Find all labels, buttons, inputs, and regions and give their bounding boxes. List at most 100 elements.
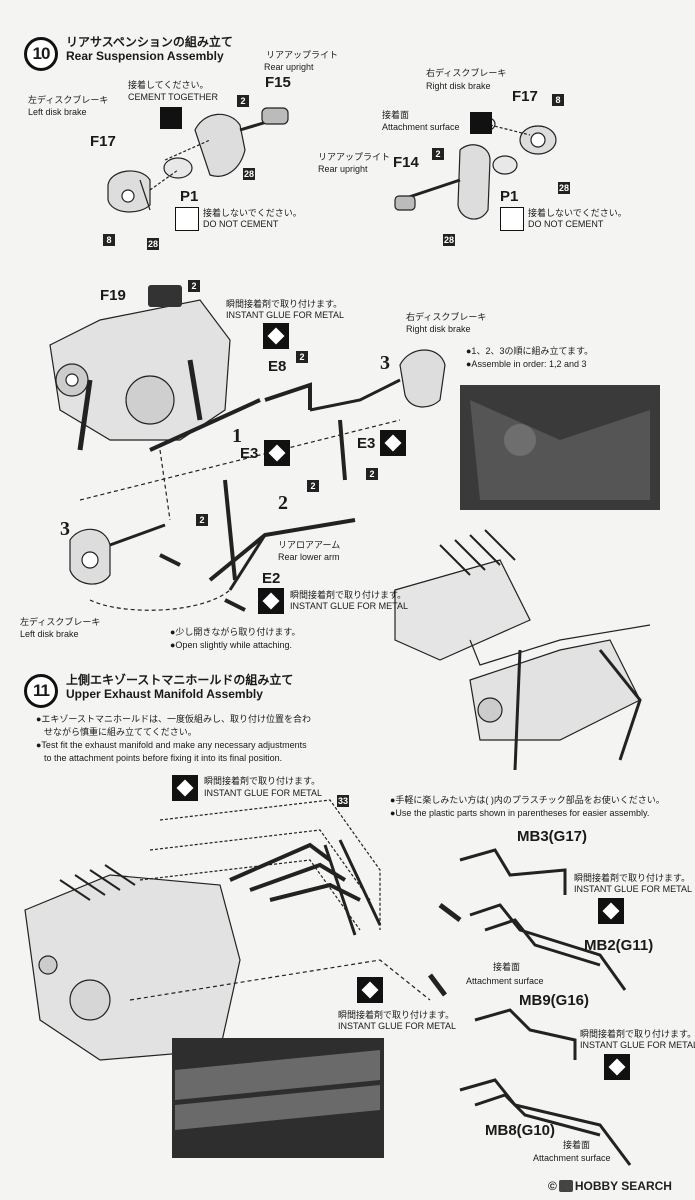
sequence-2: 2 [278,492,288,514]
no-cement-icon [175,207,199,231]
label-attach-en: Attachment surface [466,976,544,986]
step-number: 10 [24,37,58,71]
note-test-fit-jp: ●エキゾーストマニホールドは、一度仮組みし、取り付け位置を合わ [36,714,311,724]
no-cement-icon [500,207,524,231]
part-F15: F15 [265,74,291,91]
label-instant-glue-jp: 瞬間接着剤で取り付けます。 [204,776,321,786]
instant-glue-icon [357,977,383,1003]
part-E3: E3 [357,435,376,452]
label-instant-glue-en: INSTANT GLUE FOR METAL [338,1021,457,1031]
label-instant-glue-jp: 瞬間接着剤で取り付けます。 [290,590,407,600]
label-rear-upright-en: Rear upright [264,62,314,72]
label-instant-glue-jp: 瞬間接着剤で取り付けます。 [574,873,691,883]
label-instant-glue-jp: 瞬間接着剤で取り付けます。 [338,1010,455,1020]
note-order-jp: ●1、2、3の順に組み立てます。 [466,346,594,356]
label-instant-glue-jp: 瞬間接着剤で取り付けます。 [226,299,343,309]
label-no-cement-en: DO NOT CEMENT [528,219,604,229]
instant-glue-icon [598,898,624,924]
label-instant-glue-en: INSTANT GLUE FOR METAL [290,601,409,611]
note-plastic-en: ●Use the plastic parts shown in parenthe… [390,808,650,818]
part-box-2: 2 [296,351,308,363]
part-box-8: 8 [552,94,564,106]
note-test-fit-jp2: せながら慎重に組み立ててください。 [44,727,197,737]
label-right-brake-en: Right disk brake [406,324,471,334]
label-rear-upright-jp: リアアップライト [266,50,339,60]
part-box-28: 28 [243,168,255,180]
part-E2: E2 [262,570,281,587]
label-right-brake-en: Right disk brake [426,81,491,91]
instant-glue-icon [380,430,406,456]
label-cement-jp: 接着してください。 [128,80,209,90]
label-left-brake-jp: 左ディスクブレーキ [20,617,101,627]
part-box-28: 28 [558,182,570,194]
label-attach-jp: 接着面 [382,110,410,120]
step-number: 11 [24,674,58,708]
label-right-brake-jp: 右ディスクブレーキ [426,68,507,78]
instant-glue-icon [264,440,290,466]
part-box-2: 2 [196,514,208,526]
note-order-en: ●Assemble in order: 1,2 and 3 [466,359,587,369]
label-left-brake-en: Left disk brake [28,107,87,117]
instant-glue-icon [172,775,198,801]
note-test-fit-en2: to the attachment points before fixing i… [44,753,283,763]
part-box-2: 2 [432,148,444,160]
label-right-brake-jp: 右ディスクブレーキ [406,312,487,322]
label-rear-lower-arm-jp: リアロアアーム [278,540,341,550]
label-cement-en: CEMENT TOGETHER [128,92,219,102]
watermark-brand: HOBBY SEARCH [574,1179,672,1193]
part-F17: F17 [512,88,538,105]
part-F19-shape [148,285,182,307]
label-attach-en: Attachment surface [533,1153,611,1163]
note-test-fit-en: ●Test fit the exhaust manifold and make … [36,740,307,750]
label-attach-en: Attachment surface [382,122,460,132]
label-instant-glue-en: INSTANT GLUE FOR METAL [580,1040,695,1050]
part-MB8: MB8(G10) [485,1122,556,1139]
label-rear-upright-jp: リアアップライト [318,152,391,162]
label-no-cement-jp: 接着しないでください。 [528,208,627,218]
note-open-en: ●Open slightly while attaching. [170,640,293,650]
label-no-cement-en: DO NOT CEMENT [203,219,279,229]
part-F19: F19 [100,287,126,304]
label-rear-lower-arm-en: Rear lower arm [278,552,340,562]
instant-glue-icon [263,323,289,349]
note-open-jp: ●少し開きながら取り付けます。 [170,627,301,637]
cement-icon [470,112,492,134]
step-title-jp: リアサスペンションの組み立て [66,35,233,49]
part-box-2: 2 [366,468,378,480]
watermark: © HOBBY SEARCH [548,1179,672,1193]
part-box-28: 28 [147,238,159,250]
part-box-2: 2 [237,95,249,107]
label-instant-glue-jp: 瞬間接着剤で取り付けます。 [580,1029,695,1039]
part-E3: E3 [240,445,259,462]
part-F17: F17 [90,133,116,150]
part-P1: P1 [180,188,199,205]
sequence-1: 1 [232,425,242,447]
copyright-symbol: © [548,1179,557,1193]
label-attach-jp: 接着面 [493,962,521,972]
step-title-jp: 上側エキゾーストマニホールドの組み立て [66,673,294,687]
sequence-3: 3 [60,518,70,540]
part-box-8: 8 [103,234,115,246]
part-box-2: 2 [307,480,319,492]
part-MB3: MB3(G17) [517,828,588,845]
part-P1: P1 [500,188,519,205]
cement-icon [160,107,182,129]
label-left-brake-en: Left disk brake [20,629,79,639]
part-E8: E8 [268,358,287,375]
label-attach-jp: 接着面 [563,1140,591,1150]
part-box-2: 2 [188,280,200,292]
sequence-3: 3 [380,352,390,374]
label-instant-glue-en: INSTANT GLUE FOR METAL [574,884,693,894]
label-no-cement-jp: 接着しないでください。 [203,208,302,218]
note-plastic-jp: ●手軽に楽しみたい方は( )内のプラスチック部品をお使いください。 [390,795,665,805]
label-instant-glue-en: INSTANT GLUE FOR METAL [226,310,345,320]
label-left-brake-jp: 左ディスクブレーキ [28,95,109,105]
part-F14: F14 [393,154,419,171]
instant-glue-icon [604,1054,630,1080]
part-box-33: 33 [337,795,349,807]
part-MB9: MB9(G16) [519,992,590,1009]
part-MB2: MB2(G11) [584,937,654,954]
step-title-en: Rear Suspension Assembly [66,49,224,63]
step-title-en: Upper Exhaust Manifold Assembly [66,687,263,701]
